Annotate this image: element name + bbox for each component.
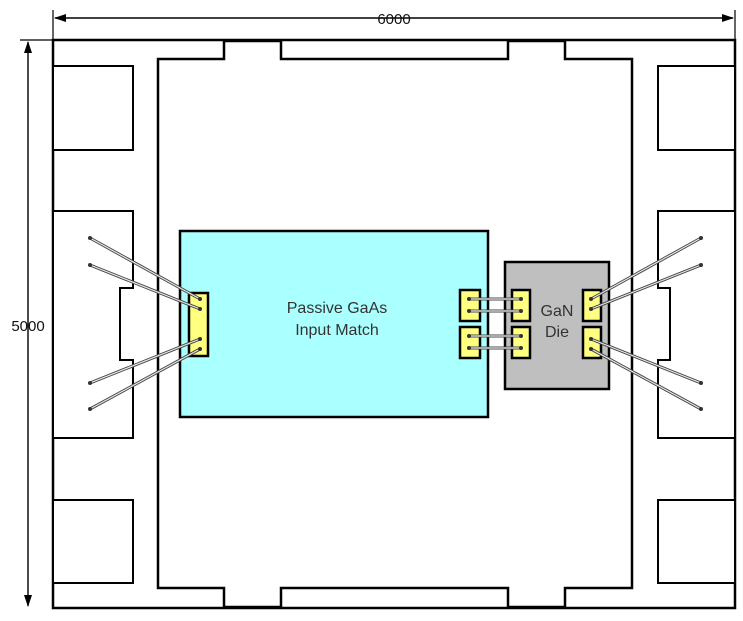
bond-wire-stroke (590, 237, 702, 300)
bond-wire-ball (467, 309, 471, 313)
die-paddle (156, 39, 634, 609)
bond-wire (88, 263, 202, 311)
gaas-chip-body (178, 229, 490, 419)
gan-die: GaN Die (503, 260, 611, 391)
bond-wire (467, 334, 523, 338)
bond-wire (467, 346, 523, 350)
bond-wire-ball (589, 337, 593, 341)
bond-wire-ball (589, 297, 593, 301)
bond-wire-ball (467, 297, 471, 301)
bond-wire-stroke (89, 264, 201, 310)
bond-wire-ball (198, 297, 202, 301)
bond-wire (88, 337, 202, 385)
bond-wire-ball (198, 337, 202, 341)
gan-die-body (503, 260, 611, 391)
gan-input-bond-pad-2 (510, 325, 532, 360)
bond-wires (88, 236, 703, 411)
corner-pad-top-left (52, 65, 134, 151)
bond-wire-stroke (89, 348, 201, 410)
gan-input-bond-pad-1 (510, 288, 532, 323)
bond-wire-ball (589, 347, 593, 351)
bond-wire (589, 347, 703, 411)
gaas-label-line1: Passive GaAs (287, 300, 387, 317)
bond-wire-ball (699, 381, 703, 385)
bond-wire-ball (519, 334, 523, 338)
bond-wire-stroke (590, 264, 702, 310)
lead-right (657, 210, 736, 439)
bond-wire-stroke (89, 338, 201, 384)
bond-wire-ball (88, 407, 92, 411)
corner-pad-bottom-right (657, 499, 736, 584)
bond-wire-ball (198, 307, 202, 311)
corner-pad-top-right (657, 65, 736, 151)
gaas-label-line2: Input Match (295, 322, 379, 339)
bond-wire (589, 337, 703, 385)
bond-wire-ball (699, 263, 703, 267)
bond-wire (88, 347, 202, 411)
bond-wire-ball (519, 297, 523, 301)
bond-wire-ball (467, 346, 471, 350)
bond-wire-ball (519, 346, 523, 350)
gaas-input-bond-pad (187, 291, 210, 358)
bond-wire-ball (198, 347, 202, 351)
bond-wire-ball (589, 307, 593, 311)
bond-wire (589, 263, 703, 311)
bond-wire-ball (699, 236, 703, 240)
bond-wire (467, 309, 523, 313)
bond-wire-stroke (590, 338, 702, 384)
gan-label-line1: GaN (541, 303, 574, 320)
bond-wire-stroke (590, 348, 702, 410)
gaas-chip: Passive GaAs Input Match (178, 229, 490, 419)
bond-wire-ball (88, 263, 92, 267)
bond-wire (467, 297, 523, 301)
bond-wire (589, 236, 703, 301)
bond-wire-ball (88, 381, 92, 385)
gan-label-line2: Die (545, 324, 569, 341)
gaas-output-bond-pad-1 (458, 288, 482, 323)
width-dimension: 6000 (52, 10, 736, 40)
bond-wire-ball (519, 309, 523, 313)
bond-wire-ball (699, 407, 703, 411)
corner-pad-bottom-left (52, 499, 134, 584)
height-label: 5000 (11, 318, 44, 335)
bond-wire-ball (467, 334, 471, 338)
gaas-output-bond-pad-2 (458, 325, 482, 360)
bond-wire-stroke (89, 237, 201, 300)
bond-wire-ball (88, 236, 92, 240)
height-dimension: 5000 (11, 39, 53, 607)
bond-wire (88, 236, 202, 301)
lead-left (52, 210, 134, 439)
width-label: 6000 (377, 11, 410, 28)
